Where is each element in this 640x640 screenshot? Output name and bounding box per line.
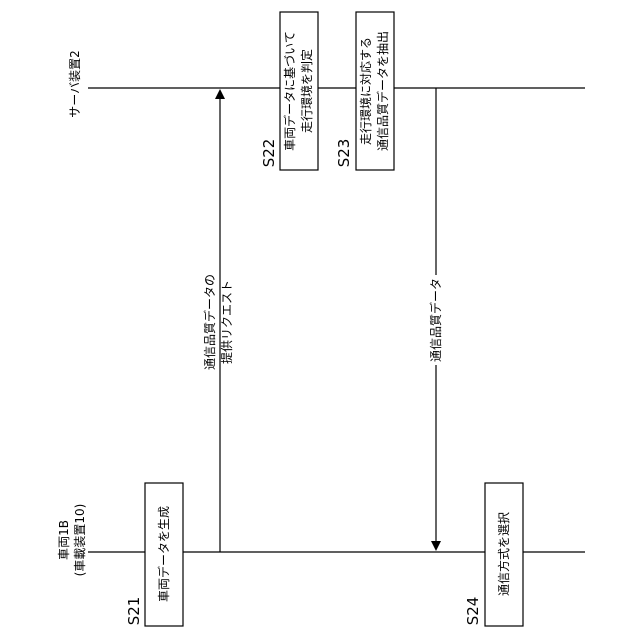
step-s21-id: S21 [125,597,143,626]
step-s24-text: 通信方式を選択 [496,512,511,596]
vehicle-label-line1: 車両1B [57,520,71,560]
step-s23-id: S23 [335,139,353,168]
step-s23-text-line1: 走行環境に対応する [358,37,373,145]
request-label-line2: 提供リクエスト [219,280,234,364]
step-s22-id: S22 [260,139,278,168]
step-s21: 車両データを生成 S21 [125,483,183,626]
step-s24-id: S24 [464,597,482,626]
step-s21-text: 車両データを生成 [156,506,171,602]
step-s23-text-line2: 通信品質データを抽出 [375,31,390,151]
vehicle-label-line2: (車載装置10) [73,504,87,577]
step-s24: 通信方式を選択 S24 [464,483,523,626]
step-s22-text-line1: 車両データに基づいて [282,31,297,151]
request-label-line1: 通信品質データの [202,274,217,370]
server-label: サーバ装置2 [68,50,82,118]
step-s22: 車両データに基づいて 走行環境を判定 S22 [260,12,318,170]
step-s23: 走行環境に対応する 通信品質データを抽出 S23 [335,12,394,170]
response-label: 通信品質データ [428,278,443,362]
step-s22-text-line2: 走行環境を判定 [299,49,314,133]
